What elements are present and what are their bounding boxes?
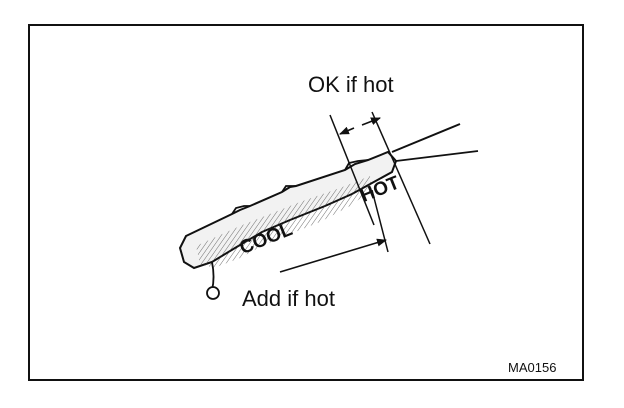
callout-add-if-hot: Add if hot (242, 286, 335, 311)
dipstick-rod (391, 123, 479, 162)
add-if-hot-dimension (279, 189, 389, 273)
oil-film (196, 176, 372, 268)
callout-ok-if-hot: OK if hot (308, 72, 394, 97)
ok-if-hot-dimension (329, 111, 431, 245)
figure-code: MA0156 (508, 360, 556, 375)
oil-drip (206, 261, 220, 300)
figure-frame (28, 24, 584, 381)
